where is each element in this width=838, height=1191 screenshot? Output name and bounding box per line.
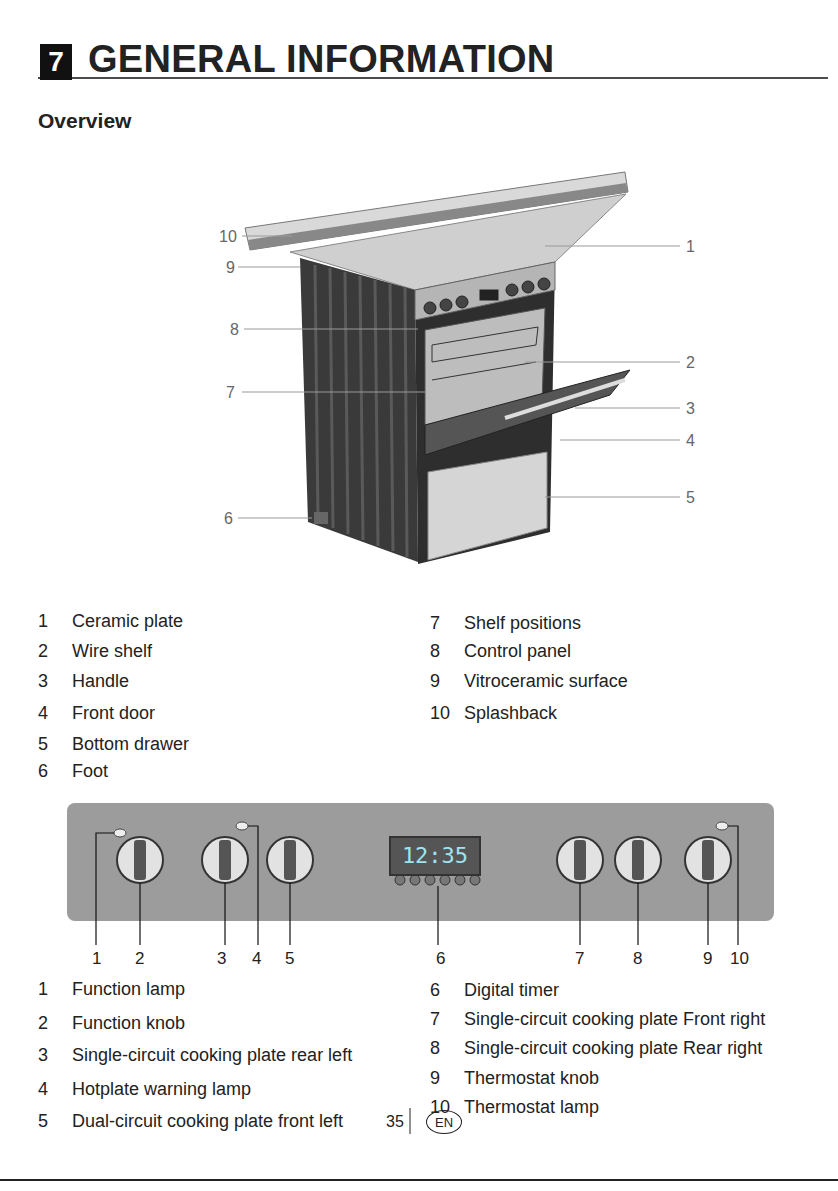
- part-name: Handle: [72, 672, 129, 690]
- part-name: Thermostat knob: [464, 1069, 599, 1087]
- callout-number: 1: [686, 239, 695, 255]
- part-name: Shelf positions: [464, 614, 581, 632]
- item-number: 6: [38, 762, 48, 780]
- item-number: 4: [38, 1080, 48, 1098]
- callout-number: 6: [224, 511, 233, 527]
- callout-number: 4: [686, 433, 695, 449]
- item-number: 1: [38, 980, 48, 998]
- callout-number: 8: [633, 950, 642, 967]
- node-text: EN: [435, 1116, 453, 1129]
- part-name: Single-circuit cooking plate Front right: [464, 1010, 765, 1028]
- part-name: Control panel: [464, 642, 571, 660]
- callout-number: 9: [226, 260, 235, 276]
- item-number: 5: [38, 735, 48, 753]
- node-text: 7: [48, 48, 64, 76]
- item-number: 2: [38, 1014, 48, 1032]
- leader-lines: [238, 236, 680, 518]
- item-number: 8: [430, 642, 440, 660]
- callout-number: 4: [252, 950, 261, 967]
- item-number: 7: [430, 1010, 440, 1028]
- callout-number: 2: [686, 355, 695, 371]
- callout-number: 7: [575, 950, 584, 967]
- timer-display: 12:35: [389, 836, 481, 876]
- item-number: 6: [430, 981, 440, 999]
- page-title: GENERAL INFORMATION: [88, 40, 555, 78]
- item-number: 3: [38, 672, 48, 690]
- page-number: 35: [386, 1114, 404, 1130]
- callout-number: 5: [686, 490, 695, 506]
- item-number: 10: [430, 1098, 450, 1116]
- callout-number: 6: [436, 950, 445, 967]
- item-number: 4: [38, 704, 48, 722]
- part-name: Single-circuit cooking plate rear left: [72, 1046, 352, 1064]
- control-panel: [67, 803, 774, 945]
- callout-number: 7: [226, 385, 235, 401]
- part-name: Single-circuit cooking plate Rear right: [464, 1039, 762, 1057]
- part-name: Thermostat lamp: [464, 1098, 599, 1116]
- callout-number: 2: [135, 950, 144, 967]
- callout-number: 1: [92, 950, 101, 967]
- part-name: Splashback: [464, 704, 557, 722]
- part-name: Digital timer: [464, 981, 559, 999]
- item-number: 3: [38, 1046, 48, 1064]
- part-name: Dual-circuit cooking plate front left: [72, 1112, 343, 1130]
- part-name: Bottom drawer: [72, 735, 189, 753]
- callout-number: 8: [230, 322, 239, 338]
- section-heading: Overview: [38, 110, 131, 131]
- item-number: 5: [38, 1112, 48, 1130]
- callout-number: 3: [217, 950, 226, 967]
- part-name: Vitroceramic surface: [464, 672, 628, 690]
- callout-number: 10: [730, 950, 749, 967]
- item-number: 9: [430, 1069, 440, 1087]
- callout-number: 9: [703, 950, 712, 967]
- node-text: 12:35: [402, 845, 468, 867]
- item-number: 7: [430, 614, 440, 632]
- callout-number: 10: [219, 229, 237, 245]
- item-number: 1: [38, 612, 48, 630]
- part-name: Ceramic plate: [72, 612, 183, 630]
- part-name: Wire shelf: [72, 642, 152, 660]
- part-name: Function lamp: [72, 980, 185, 998]
- item-number: 8: [430, 1039, 440, 1057]
- chapter-badge: 7: [40, 44, 72, 80]
- part-name: Hotplate warning lamp: [72, 1080, 251, 1098]
- callout-number: 5: [285, 950, 294, 967]
- part-name: Function knob: [72, 1014, 185, 1032]
- part-name: Front door: [72, 704, 155, 722]
- part-name: Foot: [72, 762, 108, 780]
- callout-number: 3: [686, 401, 695, 417]
- cooker-illustration: [245, 172, 630, 564]
- item-number: 9: [430, 672, 440, 690]
- item-number: 2: [38, 642, 48, 660]
- item-number: 10: [430, 704, 450, 722]
